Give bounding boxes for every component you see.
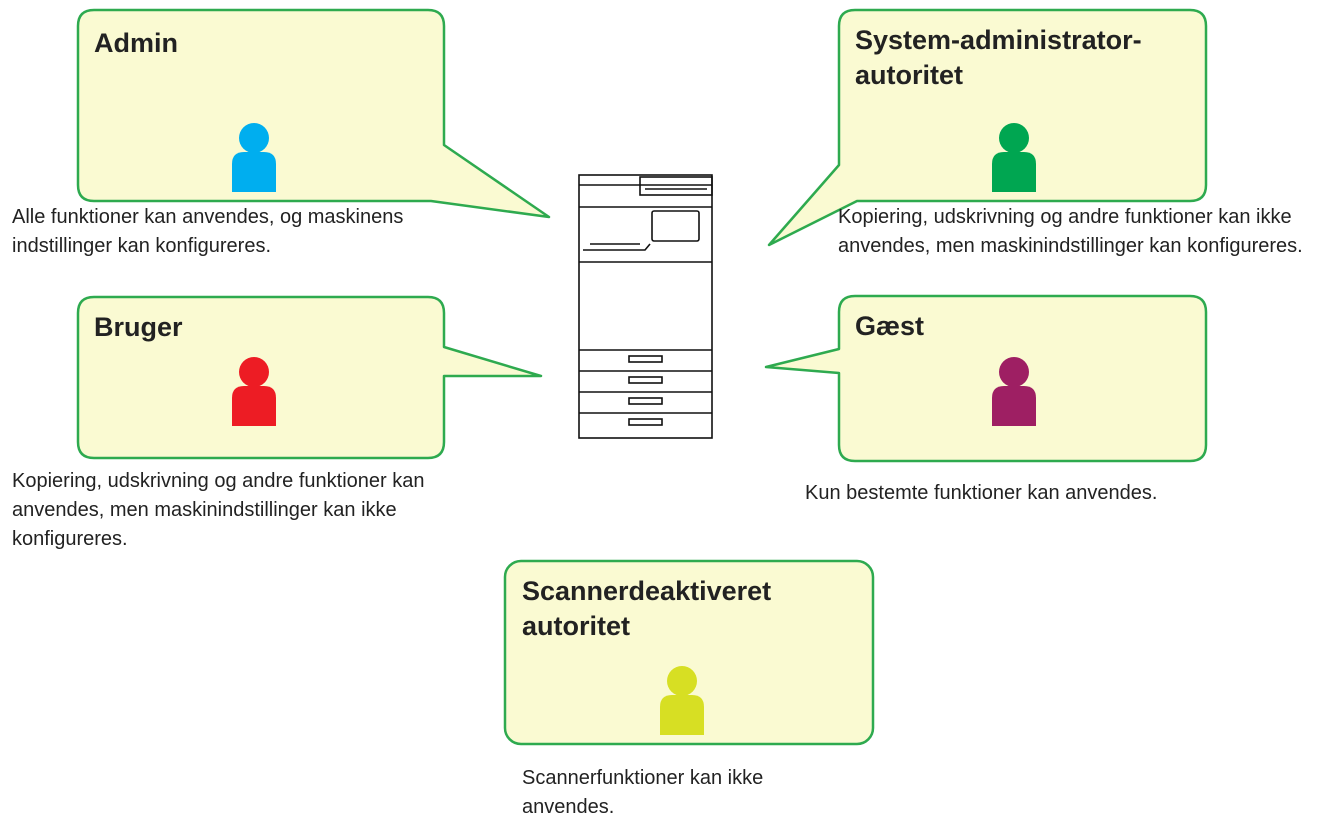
- output-tray: [583, 243, 651, 251]
- bubble-guest-title-line-1: Gæst: [855, 311, 924, 341]
- person-icon: [232, 123, 276, 192]
- bubble-scanner-disabled-title-line-1: Scannerdeaktiveret: [522, 576, 771, 606]
- scanner-disabled-description: Scannerfunktioner kan ikke anvendes.: [522, 767, 764, 818]
- system-admin-description: Kopiering, udskrivning og andre funktion…: [838, 206, 1303, 257]
- person-icon-body: [232, 386, 276, 426]
- bubble-scanner-disabled-shape: [503, 559, 875, 746]
- bubble-user: Bruger: [76, 295, 543, 460]
- cassette-handle-2: [628, 376, 663, 384]
- bubble-admin-shape: [76, 8, 551, 219]
- person-icon: [660, 666, 704, 735]
- bubble-system-admin-title: System-administrator- autoritet: [855, 25, 1149, 90]
- printer-icon: [578, 174, 713, 439]
- person-icon-body: [232, 152, 276, 192]
- bubble-scanner-disabled: Scannerdeaktiveret autoritet: [503, 559, 875, 746]
- person-icon: [992, 123, 1036, 192]
- bubble-system-admin-title-line-2: autoritet: [855, 60, 963, 90]
- bubble-scanner-disabled-title: Scannerdeaktiveret autoritet: [522, 576, 779, 641]
- bubble-user-shape: [76, 295, 543, 460]
- printer-body: [578, 174, 713, 439]
- user-description: Kopiering, udskrivning og andre funktion…: [12, 470, 425, 550]
- bubble-admin: Admin: [76, 8, 551, 219]
- person-icon-body: [660, 695, 704, 735]
- person-icon-head: [999, 123, 1029, 153]
- bubble-admin-title-line-1: Admin: [94, 28, 178, 58]
- person-icon: [992, 357, 1036, 426]
- bubble-user-title: Bruger: [94, 312, 183, 342]
- cassette-handle-1: [628, 355, 663, 363]
- bubble-system-admin: System-administrator- autoritet: [767, 8, 1208, 247]
- control-panel: [651, 210, 700, 242]
- person-icon-body: [992, 152, 1036, 192]
- person-icon-head: [999, 357, 1029, 387]
- bubble-user-title-line-1: Bruger: [94, 312, 183, 342]
- document-feeder: [639, 176, 713, 196]
- person-icon-head: [239, 357, 269, 387]
- bubble-scanner-disabled-title-line-2: autoritet: [522, 611, 630, 641]
- bubble-system-admin-shape: [767, 8, 1208, 247]
- person-icon-head: [239, 123, 269, 153]
- bubble-guest-shape: [764, 294, 1208, 463]
- bubble-guest-title: Gæst: [855, 311, 924, 341]
- bubble-admin-title: Admin: [94, 28, 178, 58]
- cassette-handle-3: [628, 397, 663, 405]
- person-icon-body: [992, 386, 1036, 426]
- cassette-handle-4: [628, 418, 663, 426]
- person-icon: [232, 357, 276, 426]
- guest-description: Kun bestemte funktioner kan anvendes.: [805, 482, 1158, 504]
- bubble-guest: Gæst: [764, 294, 1208, 463]
- person-icon-head: [667, 666, 697, 696]
- admin-description: Alle funktioner kan anvendes, og maskine…: [12, 206, 404, 257]
- bubble-system-admin-title-line-1: System-administrator-: [855, 25, 1142, 55]
